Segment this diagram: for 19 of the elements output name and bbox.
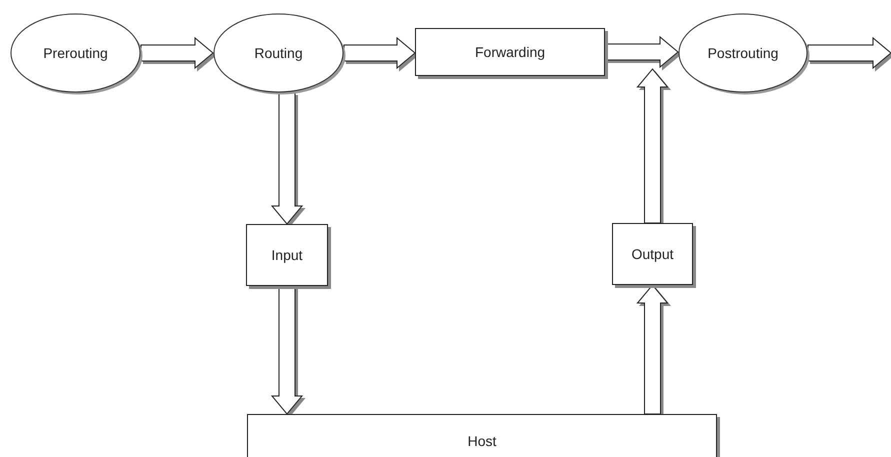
node-label: Prerouting xyxy=(43,45,108,61)
ellipse-node xyxy=(10,13,141,93)
node-label: Forwarding xyxy=(474,44,546,60)
block-arrow xyxy=(808,36,891,70)
process-box xyxy=(612,223,693,285)
ellipse-node xyxy=(213,13,344,93)
block-arrow xyxy=(636,68,669,224)
node-label: Postrouting xyxy=(708,45,778,61)
process-box xyxy=(415,28,605,76)
block-arrow xyxy=(344,36,416,70)
ellipse-node xyxy=(678,13,808,93)
process-box xyxy=(247,414,717,457)
node-label: Host xyxy=(468,433,496,449)
node-label: Routing xyxy=(254,45,303,61)
process-box xyxy=(246,224,328,286)
node-label: Output xyxy=(631,246,674,262)
block-arrow xyxy=(270,92,304,225)
node-label: Input xyxy=(271,247,303,263)
block-arrow xyxy=(140,36,214,70)
